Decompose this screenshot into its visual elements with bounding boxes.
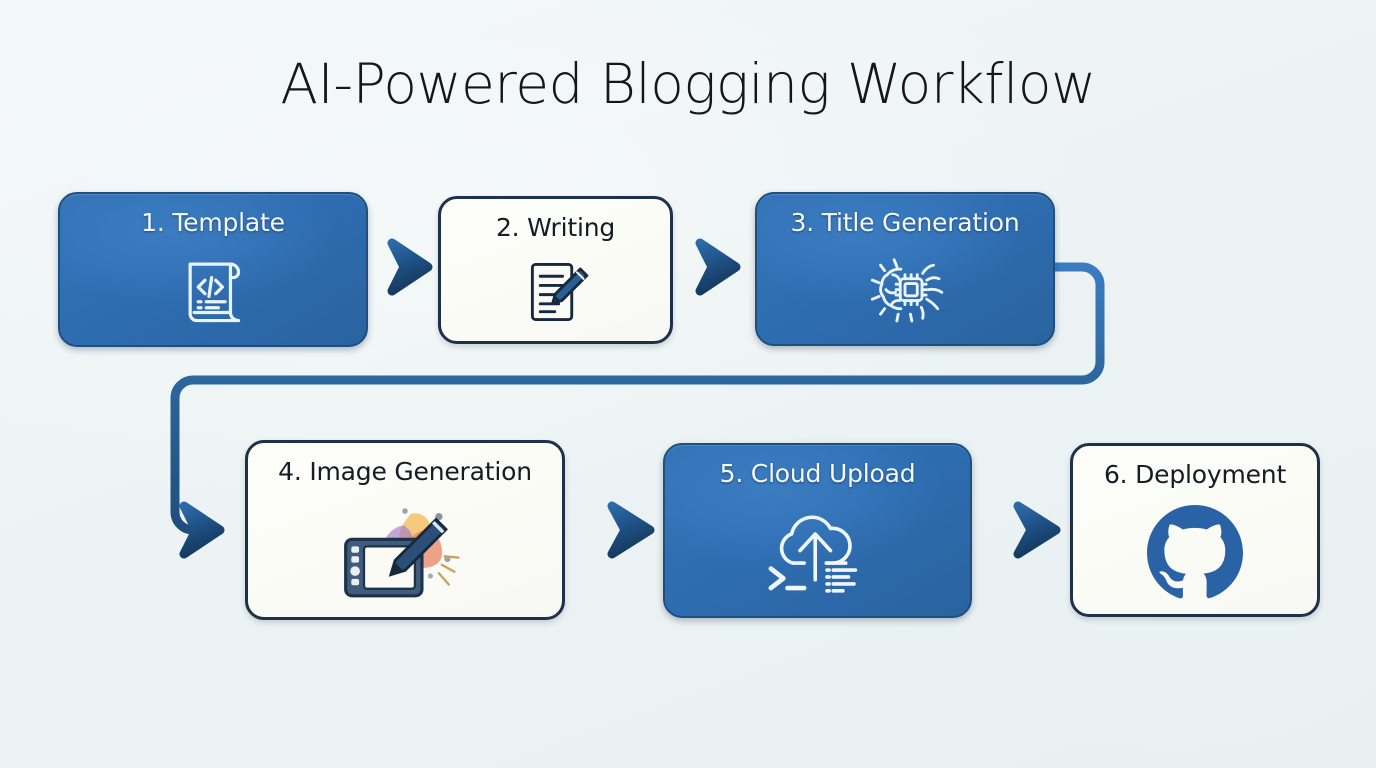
step-card-deployment-label: 6. Deployment <box>1103 460 1287 489</box>
step-card-template[interactable]: 1. Template <box>58 192 368 347</box>
connector-1-to-2-arrow <box>368 238 433 296</box>
ai-brain-chip-icon <box>757 237 1053 344</box>
step-card-writing[interactable]: 2. Writing <box>438 196 673 344</box>
step-card-image-generation-label: 4. Image Generation <box>278 457 532 486</box>
cloud-upload-terminal-icon <box>665 488 970 616</box>
step-card-title-generation[interactable]: 3. Title Generation <box>755 192 1055 346</box>
step-card-template-label: 1. Template <box>141 208 285 237</box>
step-card-deployment[interactable]: 6. Deployment <box>1070 443 1320 617</box>
document-pencil-icon <box>441 242 670 341</box>
step-card-title-generation-label: 3. Title Generation <box>790 208 1020 237</box>
connector-4-to-5-arrow <box>566 501 655 559</box>
code-scroll-icon <box>60 237 366 345</box>
github-octocat-icon <box>1073 489 1317 614</box>
connector-5-to-6-arrow <box>972 501 1061 559</box>
page-title: AI-Powered Blogging Workflow <box>280 52 1096 116</box>
connector-2-to-3-arrow <box>673 238 741 296</box>
step-card-cloud-upload-label: 5. Cloud Upload <box>719 459 916 488</box>
step-card-image-generation[interactable]: 4. Image Generation <box>245 440 565 620</box>
step-card-writing-label: 2. Writing <box>495 213 616 242</box>
step-card-cloud-upload[interactable]: 5. Cloud Upload <box>663 443 972 618</box>
drawing-tablet-stylus-icon <box>248 486 562 617</box>
